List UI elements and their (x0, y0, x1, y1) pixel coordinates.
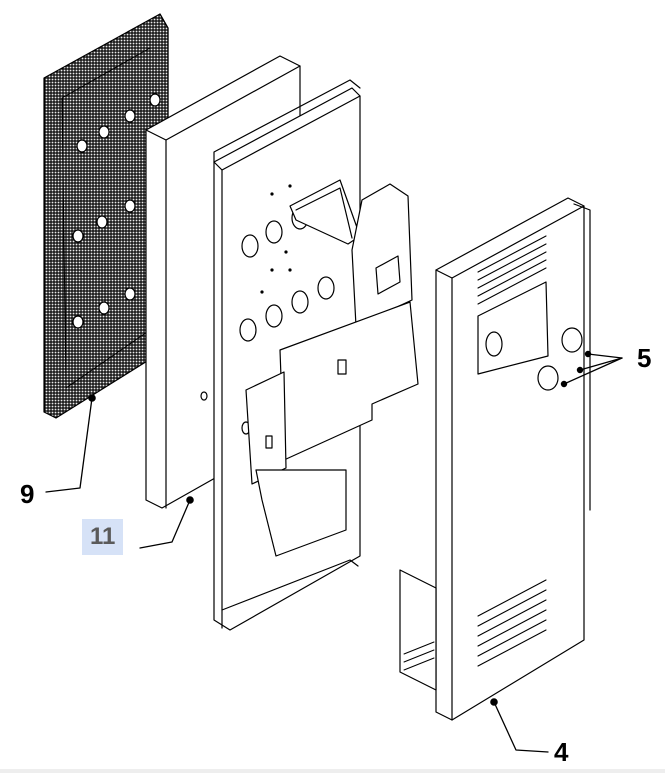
chassis-plate (213, 79, 419, 631)
bottom-strip (0, 769, 665, 773)
callout-part-9: 9 (20, 479, 35, 509)
callout-part-11: 11 (82, 519, 124, 555)
leader-lines (45, 353, 623, 753)
callout-part-5: 5 (637, 343, 652, 373)
front-cover-part-4 (399, 197, 592, 721)
callout-part-4: 4 (554, 737, 569, 767)
insulation-panel-part-9 (43, 13, 169, 419)
